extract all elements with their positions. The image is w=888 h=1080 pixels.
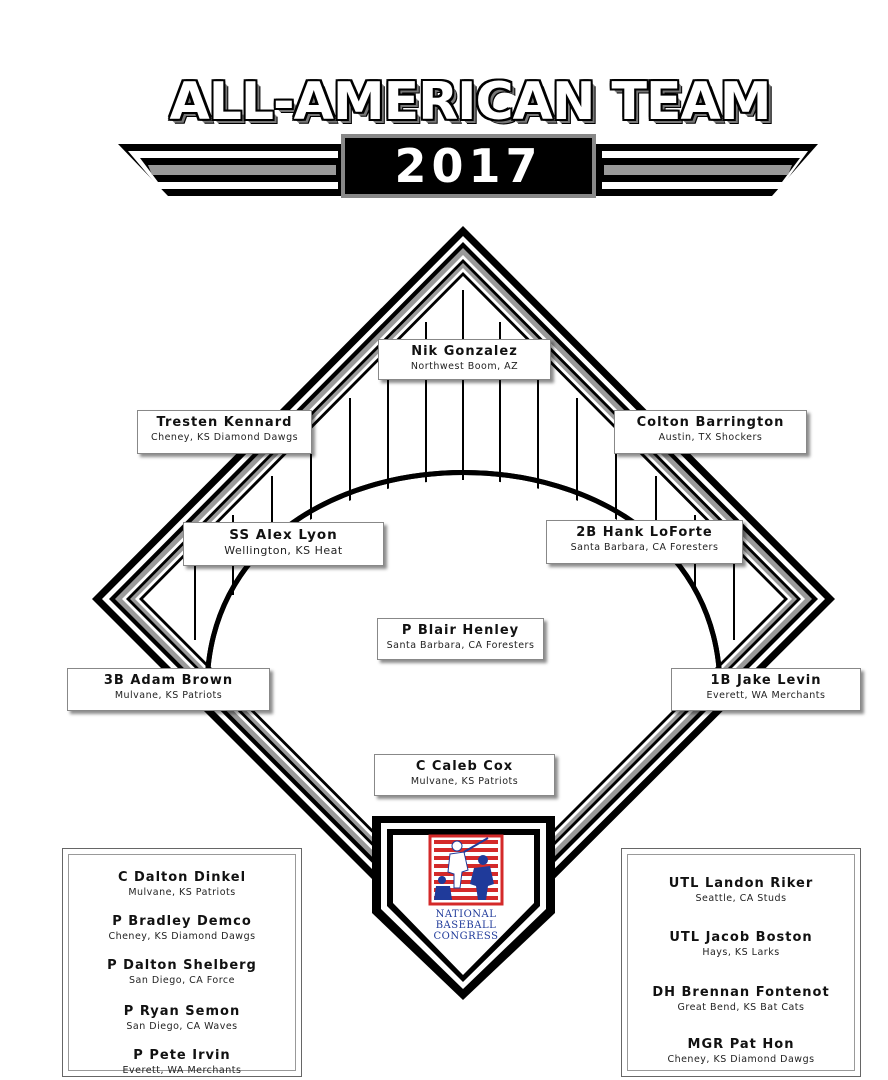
right-roster-panel: UTL Landon Riker Seattle, CA Studs UTL J… — [621, 848, 861, 1077]
player-name: C Caleb Cox — [415, 759, 514, 774]
player-team: Mulvane, KS Patriots — [128, 887, 236, 898]
player-team: Santa Barbara, CA Foresters — [386, 640, 535, 651]
player-card-rf: Colton Barrington Austin, TX Shockers — [614, 410, 807, 454]
player-name: MGR Pat Hon — [687, 1037, 795, 1052]
roster-entry: DH Brennan Fontenot Great Bend, KS Bat C… — [628, 984, 854, 1014]
player-team: Mulvane, KS Patriots — [410, 776, 519, 787]
player-team: Everett, WA Merchants — [122, 1065, 242, 1076]
player-name: P Pete Irvin — [133, 1048, 231, 1063]
player-card-ss: SS Alex Lyon Wellington, KS Heat — [183, 522, 384, 566]
player-team: Great Bend, KS Bat Cats — [677, 1002, 805, 1013]
player-team: Everett, WA Merchants — [706, 690, 826, 701]
player-team: Wellington, KS Heat — [224, 544, 343, 557]
player-card-cf: Nik Gonzalez Northwest Boom, AZ — [378, 339, 551, 380]
player-name: P Dalton Shelberg — [107, 958, 257, 973]
roster-entry: C Dalton Dinkel Mulvane, KS Patriots — [69, 869, 295, 899]
roster-entry: UTL Jacob Boston Hays, KS Larks — [628, 929, 854, 959]
player-name: P Bradley Demco — [112, 914, 252, 929]
player-team: Northwest Boom, AZ — [410, 361, 519, 372]
logo-line-3: CONGRESS — [433, 931, 499, 942]
player-name: Nik Gonzalez — [411, 344, 518, 359]
player-card-1b: 1B Jake Levin Everett, WA Merchants — [671, 668, 861, 711]
logo-line-1: NATIONAL — [435, 909, 497, 920]
player-team: Seattle, CA Studs — [695, 893, 787, 904]
player-name: DH Brennan Fontenot — [652, 985, 830, 1000]
left-roster-panel: C Dalton Dinkel Mulvane, KS Patriots P B… — [62, 848, 302, 1077]
player-name: Tresten Kennard — [156, 415, 293, 430]
player-card-lf: Tresten Kennard Cheney, KS Diamond Dawgs — [137, 410, 312, 454]
player-team: Hays, KS Larks — [702, 947, 780, 958]
left-roster-inner: C Dalton Dinkel Mulvane, KS Patriots P B… — [68, 854, 296, 1076]
roster-entry: UTL Landon Riker Seattle, CA Studs — [628, 875, 854, 905]
roster-entry: MGR Pat Hon Cheney, KS Diamond Dawgs — [628, 1036, 854, 1066]
player-name: 1B Jake Levin — [710, 673, 822, 688]
player-team: Cheney, KS Diamond Dawgs — [108, 931, 256, 942]
player-name: UTL Jacob Boston — [669, 930, 813, 945]
player-team: Austin, TX Shockers — [658, 432, 763, 443]
player-team: Mulvane, KS Patriots — [114, 690, 223, 701]
player-name: SS Alex Lyon — [229, 527, 338, 543]
player-name: 2B Hank LoForte — [576, 525, 713, 540]
roster-entry: P Dalton Shelberg San Diego, CA Force — [69, 957, 295, 987]
player-team: Santa Barbara, CA Foresters — [570, 542, 719, 553]
page-title: ALL-AMERICAN TEAM — [169, 72, 771, 132]
logo-line-2: BASEBALL — [435, 920, 497, 931]
roster-entry: P Bradley Demco Cheney, KS Diamond Dawgs — [69, 913, 295, 943]
ncb-logo-icon — [428, 834, 504, 906]
player-card-p: P Blair Henley Santa Barbara, CA Foreste… — [377, 618, 544, 660]
player-team: San Diego, CA Force — [129, 975, 235, 986]
player-team: Cheney, KS Diamond Dawgs — [150, 432, 299, 443]
player-card-c: C Caleb Cox Mulvane, KS Patriots — [374, 754, 555, 796]
player-team: Cheney, KS Diamond Dawgs — [667, 1054, 815, 1065]
ncb-logo: NATIONAL BASEBALL CONGRESS — [428, 834, 504, 944]
player-name: 3B Adam Brown — [103, 673, 234, 688]
player-name: UTL Landon Riker — [668, 876, 814, 891]
player-card-2b: 2B Hank LoForte Santa Barbara, CA Forest… — [546, 520, 743, 564]
banner-stripes — [118, 144, 818, 196]
roster-entry: P Pete Irvin Everett, WA Merchants — [69, 1047, 295, 1077]
player-name: Colton Barrington — [636, 415, 785, 430]
player-team: San Diego, CA Waves — [126, 1021, 238, 1032]
roster-entry: P Ryan Semon San Diego, CA Waves — [69, 1003, 295, 1033]
player-card-3b: 3B Adam Brown Mulvane, KS Patriots — [67, 668, 270, 711]
player-name: C Dalton Dinkel — [117, 870, 247, 885]
home-plate — [372, 816, 555, 1000]
year-badge: 2017 — [341, 134, 596, 198]
player-name: P Ryan Semon — [123, 1004, 241, 1019]
player-name: P Blair Henley — [401, 623, 520, 638]
right-roster-inner: UTL Landon Riker Seattle, CA Studs UTL J… — [627, 854, 855, 1071]
